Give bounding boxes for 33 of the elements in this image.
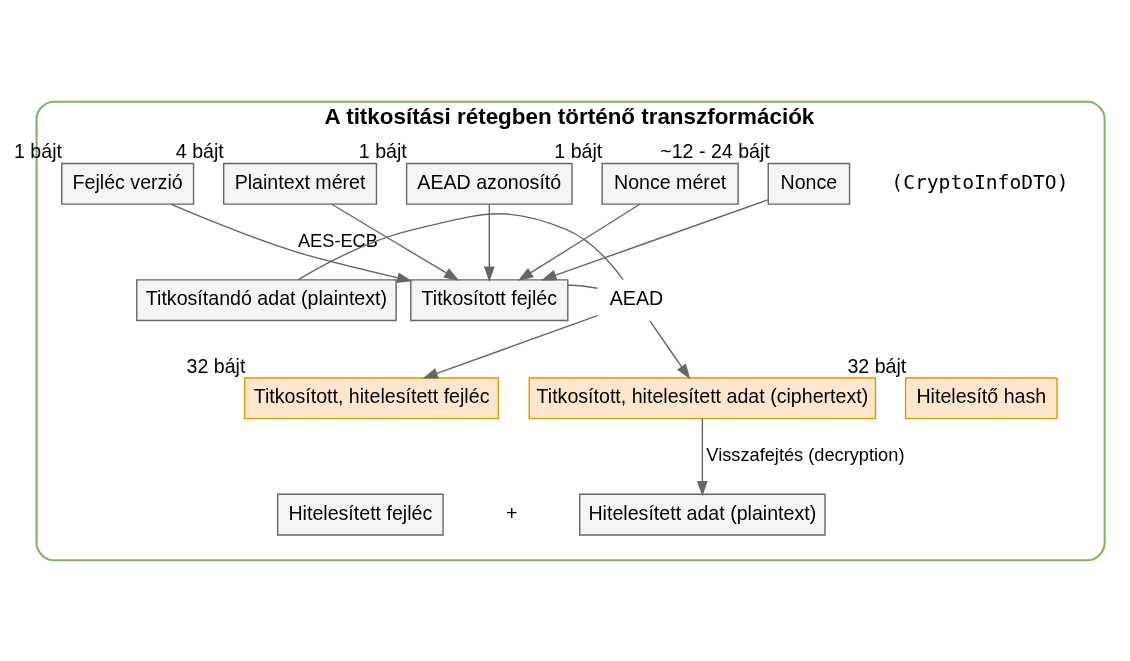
arrow [331,203,460,281]
arrow [649,319,691,379]
node-box: Titkosított, hitelesített fejléc [244,376,500,419]
node-box: Nonce méret [601,162,739,205]
arrow [483,203,495,282]
node-box: Hitelesített adat (plaintext) [579,493,826,536]
node-box: Fejléc verzió [61,162,195,205]
node-box: Titkosított fejléc [410,278,569,321]
node-label: 32 bájt [186,354,246,377]
connector [297,212,624,280]
edge-label: Visszafejtés (decryption) [706,444,905,465]
node-box: Hitelesítő hash [904,376,1058,419]
label: + [506,501,518,524]
node-box: AEAD azonosító [405,162,573,205]
node-box: Titkosítandó adat (plaintext) [136,278,397,321]
arrow [541,198,769,280]
edge-label: AES-ECB [297,230,378,251]
arrow [696,417,708,496]
node-label: ~12 - 24 bájt [660,139,770,162]
label: (CryptoInfoDTO) [891,170,1069,194]
node-text: AEAD [609,286,664,309]
node-label: 4 bájt [175,139,224,162]
node-box: Plaintext méret [223,162,378,205]
node-label: 1 bájt [358,139,407,162]
node-box: Titkosított, hitelesített adat (ciphertext) [528,376,877,419]
connector [567,283,599,289]
arrow [170,203,413,283]
node-label: 1 bájt [554,139,603,162]
node-label: 32 bájt [847,354,907,377]
arrow [422,314,599,379]
node-box: Hitelesített fejléc [276,493,444,536]
node-box: Nonce [767,162,851,205]
arrow [517,203,641,281]
